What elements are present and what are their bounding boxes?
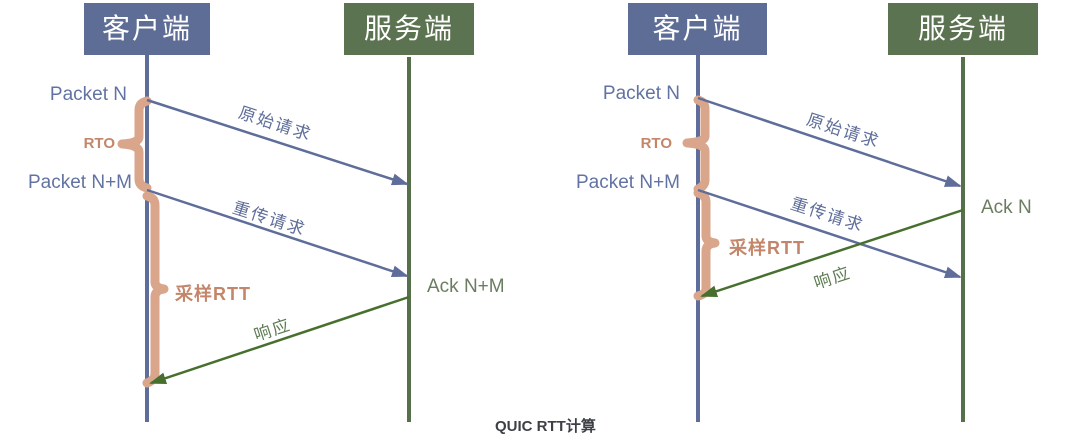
right-response-arrow bbox=[700, 208, 964, 298]
diagram-caption: QUIC RTT计算 bbox=[495, 418, 596, 435]
left-response-arrow bbox=[149, 295, 410, 385]
right-client-actor: 客户端 bbox=[628, 3, 767, 55]
left-ack-label: Ack N+M bbox=[427, 276, 505, 297]
right-sample-rtt-brace bbox=[693, 188, 720, 301]
right-original-request-arrow bbox=[697, 96, 962, 188]
right-packet-nm-label: Packet N+M bbox=[575, 172, 680, 193]
left-rto-brace bbox=[117, 96, 152, 193]
right-server-actor: 服务端 bbox=[888, 3, 1038, 55]
left-sample-rtt-label: 采样RTT bbox=[175, 284, 251, 304]
right-ack-label: Ack N bbox=[981, 197, 1032, 218]
right-retransmit-request-arrow bbox=[697, 188, 962, 279]
left-rto-label: RTO bbox=[83, 135, 115, 152]
right-packet-n-label: Packet N bbox=[602, 83, 680, 104]
left-packet-nm-label: Packet N+M bbox=[27, 172, 132, 193]
left-original-request-arrow bbox=[146, 98, 409, 186]
left-sample-rtt-brace bbox=[142, 191, 169, 388]
right-sample-rtt-label: 采样RTT bbox=[729, 238, 805, 258]
left-client-actor: 客户端 bbox=[84, 3, 210, 55]
left-packet-n-label: Packet N bbox=[49, 84, 127, 105]
right-rto-brace bbox=[682, 95, 710, 194]
right-rto-label: RTO bbox=[640, 135, 672, 152]
left-retransmit-request-arrow bbox=[146, 188, 409, 278]
left-server-actor: 服务端 bbox=[344, 3, 474, 55]
